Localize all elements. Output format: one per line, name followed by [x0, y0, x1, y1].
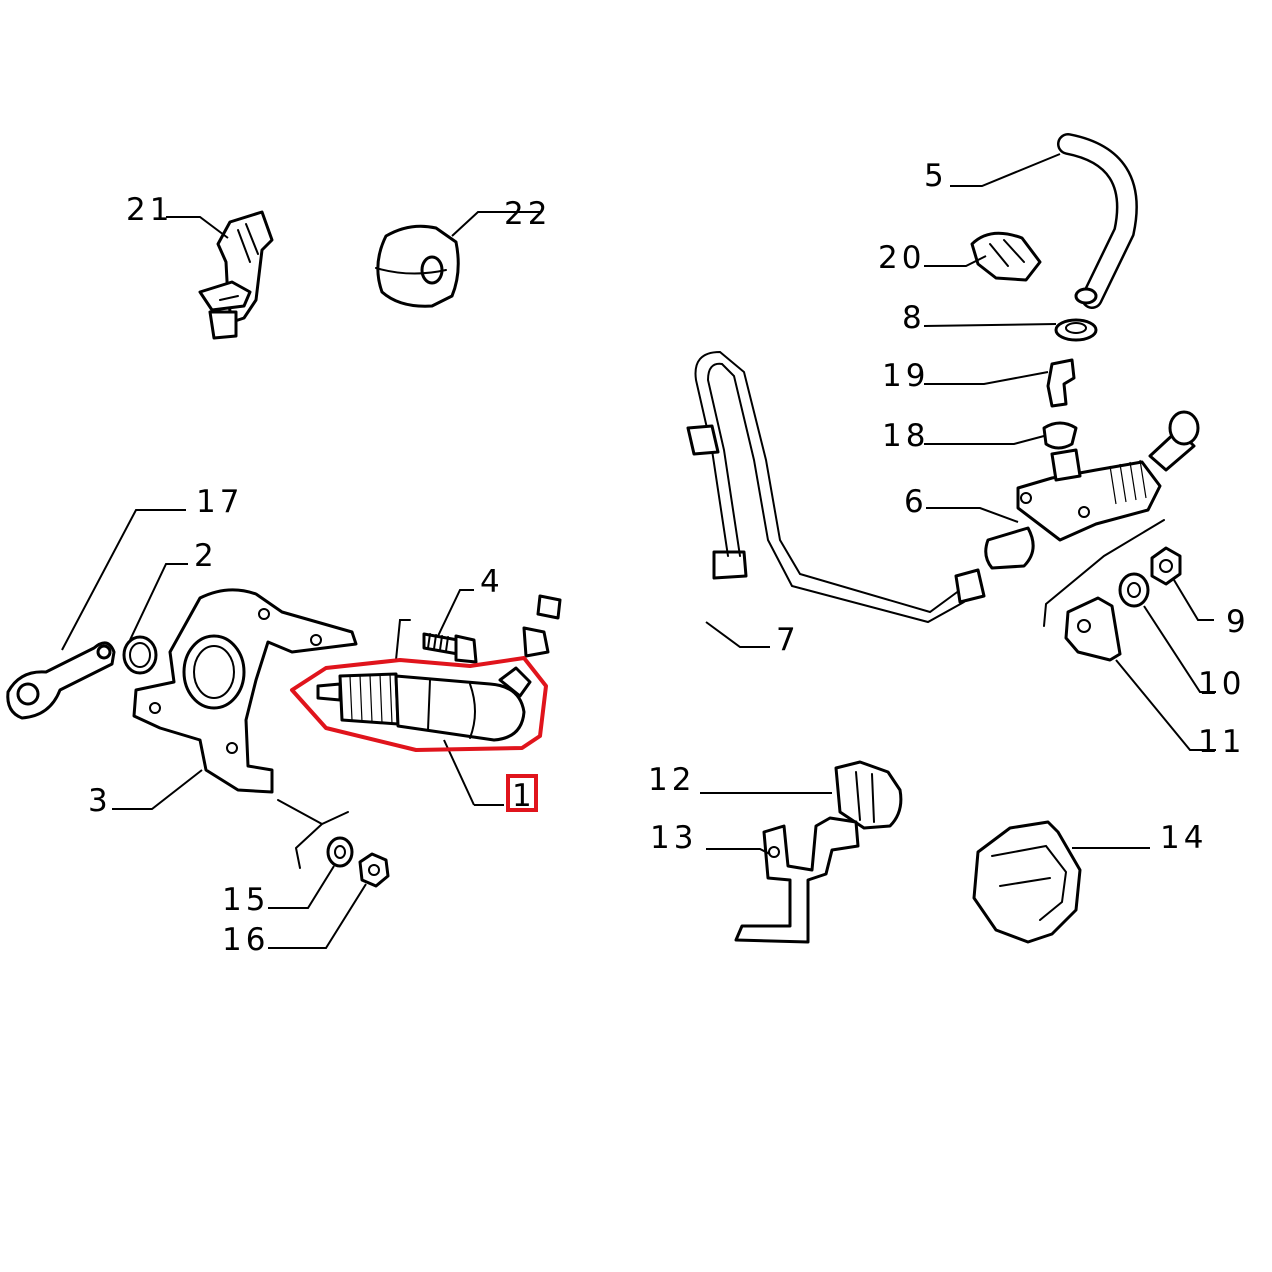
callout-labels: 1 2 3 4 5 6 7 8 9 10 11 12 13 14 15 16 1…	[88, 158, 1250, 958]
callout-8[interactable]: 8	[902, 300, 926, 336]
callout-19[interactable]: 19	[882, 358, 929, 394]
part-7-hose[interactable]	[522, 350, 986, 658]
callout-11[interactable]: 11	[1198, 724, 1245, 760]
part-14-cover[interactable]	[972, 820, 1082, 944]
part-9-nut[interactable]	[1150, 546, 1182, 586]
callout-16[interactable]: 16	[222, 922, 269, 958]
part-15-washer[interactable]	[326, 836, 354, 868]
callout-7[interactable]: 7	[776, 622, 800, 658]
part-22-bush[interactable]	[375, 224, 460, 308]
callout-14[interactable]: 14	[1160, 820, 1207, 856]
leader-lines	[61, 153, 1216, 949]
callout-17[interactable]: 17	[196, 484, 243, 520]
callout-10[interactable]: 10	[1198, 666, 1245, 702]
part-21-clip[interactable]	[198, 210, 274, 340]
part-3-bracket[interactable]	[132, 588, 358, 794]
part-19-fitting[interactable]	[1046, 358, 1076, 408]
callout-4[interactable]: 4	[480, 564, 504, 600]
part-17-lever[interactable]	[6, 641, 116, 720]
part-4-bolt[interactable]	[422, 632, 478, 664]
callout-20[interactable]: 20	[878, 240, 925, 276]
part-13-bracket[interactable]	[734, 816, 860, 944]
highlight-outline-part-1	[290, 656, 548, 752]
callout-3[interactable]: 3	[88, 783, 112, 819]
part-20-clamp[interactable]	[970, 231, 1042, 282]
part-16-nut[interactable]	[358, 852, 390, 888]
highlight-box-label-1	[506, 774, 538, 812]
part-5-hose[interactable]	[1057, 133, 1138, 309]
part-8-clip[interactable]	[1054, 318, 1098, 342]
part-6-master-cylinder[interactable]	[984, 410, 1200, 570]
callout-18[interactable]: 18	[882, 418, 929, 454]
part-10-washer[interactable]	[1118, 572, 1150, 608]
callout-9[interactable]: 9	[1226, 604, 1250, 640]
callout-22[interactable]: 22	[504, 196, 551, 232]
callout-6[interactable]: 6	[904, 484, 928, 520]
callout-21[interactable]: 21	[126, 192, 173, 228]
callout-1[interactable]: 1	[512, 778, 536, 814]
part-1-slave-cylinder[interactable]	[316, 666, 532, 742]
part-18-seal[interactable]	[1042, 421, 1078, 450]
callout-2[interactable]: 2	[194, 538, 218, 574]
callout-15[interactable]: 15	[222, 882, 269, 918]
part-12-connector[interactable]	[834, 760, 903, 830]
callout-13[interactable]: 13	[650, 820, 697, 856]
callout-5[interactable]: 5	[924, 158, 948, 194]
part-2-ring[interactable]	[122, 635, 158, 675]
callout-12[interactable]: 12	[648, 762, 695, 798]
mount-indicator	[1043, 519, 1165, 627]
part-11-plate[interactable]	[1064, 596, 1122, 662]
